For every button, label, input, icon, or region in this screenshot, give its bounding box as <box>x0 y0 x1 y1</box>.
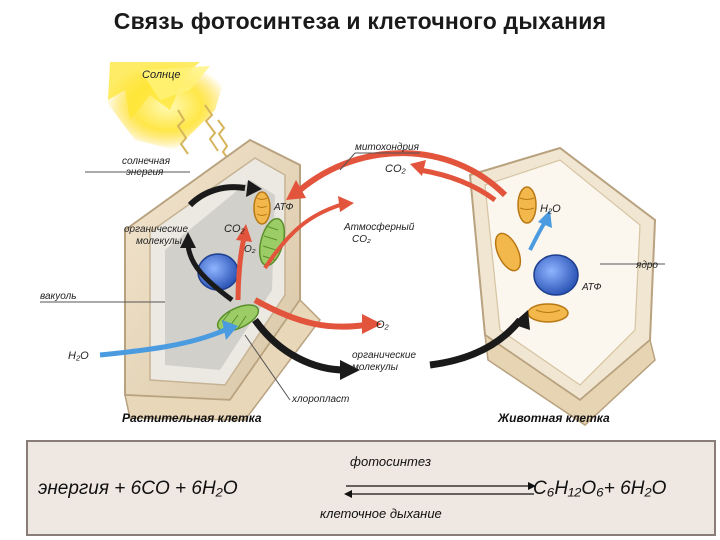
o2-label-mid: O₂ <box>376 319 390 331</box>
atm-co2-arrow <box>263 203 341 270</box>
water-arrowhead-right <box>538 210 552 228</box>
vacuole-label: вакуоль <box>40 291 77 302</box>
leader-lines <box>40 152 665 401</box>
solar-energy-label-2: энергия <box>126 167 164 178</box>
chloroplast-label: хлоропласт <box>291 394 349 405</box>
plant-cell-caption: Растительная клетка <box>122 411 262 425</box>
water-label-right: H₂O <box>540 203 561 215</box>
atp-label-left: АТФ <box>273 202 293 213</box>
page-title: Связь фотосинтеза и клеточного дыхания <box>113 8 607 34</box>
water-arrowhead-left <box>222 320 238 340</box>
atm-co2-label-2: CO₂ <box>352 234 371 245</box>
organic-label-2: молекулы <box>136 236 183 247</box>
co2-label-top: CO₂ <box>385 163 407 175</box>
forward-arrowhead <box>528 482 536 490</box>
sun-label: Солнце <box>142 69 180 81</box>
co2-label-left: CO₂ <box>224 223 246 235</box>
o2-arrowhead <box>362 314 382 334</box>
animal-co2-arrow <box>419 167 497 203</box>
organic-mid-label-2: молекулы <box>352 362 399 373</box>
co2-inner-arrow <box>235 237 247 301</box>
water-arrow-left <box>99 327 226 358</box>
solar-energy-arrow <box>187 184 246 208</box>
organic-arrowhead-left <box>180 232 196 248</box>
atm-co2-label-1: Атмосферный <box>343 221 415 233</box>
animal-mitochondria <box>494 186 569 323</box>
equation-backward-label: клеточное дыхание <box>320 506 442 521</box>
organic-mid-label-1: органические <box>352 350 416 361</box>
nucleus-label: ядро <box>635 260 658 271</box>
co2-inner-arrowhead <box>236 224 252 242</box>
animal-cell-caption: Животная клетка <box>497 411 610 425</box>
equation-graphic: энергия + 6CO + 6H₂O фотосинтез клеточно… <box>38 454 667 521</box>
plant-mitochondrion <box>253 191 271 225</box>
equation-left: энергия + 6CO + 6H₂O <box>38 478 238 499</box>
atp-label-right: АТФ <box>581 282 601 293</box>
equation-panel: энергия + 6CO + 6H₂O фотосинтез клеточно… <box>26 440 716 536</box>
organic-arrowhead-right <box>512 310 530 330</box>
solar-energy-label-1: солнечная <box>122 156 171 167</box>
equation-right: C₆H₁₂O₆+ 6H₂O <box>533 478 667 499</box>
animal-nucleus <box>533 254 579 296</box>
sun <box>105 62 230 150</box>
water-label-left: H₂O <box>68 350 89 362</box>
solar-energy-arrowhead <box>246 180 262 197</box>
equation-forward-label: фотосинтез <box>350 454 431 469</box>
organic-label-1: органические <box>124 224 188 235</box>
mitochondrion-label: митохондрия <box>355 142 420 153</box>
organic-arrow-bottom <box>252 317 346 374</box>
organic-arrow-left <box>185 244 234 303</box>
atm-co2-arrowhead <box>338 196 354 212</box>
plant-nucleus <box>197 253 239 291</box>
organic-arrowhead-bottom <box>340 360 360 380</box>
co2-top-arrowhead <box>286 180 306 200</box>
sunlight-rays <box>176 104 230 161</box>
organic-arrow-right <box>429 317 523 369</box>
o2-arrow <box>253 297 366 330</box>
o2-label-left: O₂ <box>244 244 256 255</box>
backward-arrowhead <box>344 490 352 498</box>
animal-co2-arrowhead <box>410 160 426 176</box>
